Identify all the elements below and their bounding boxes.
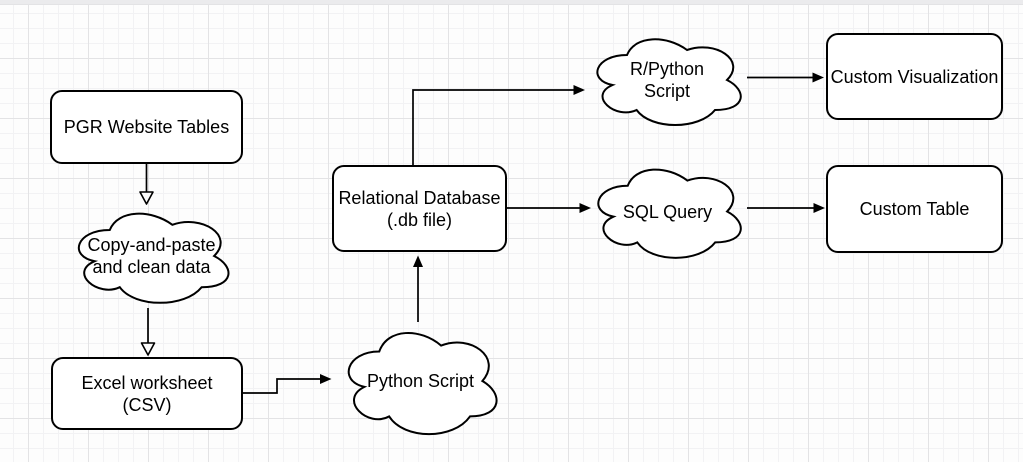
node-custom-visualization[interactable]: Custom Visualization	[826, 33, 1003, 120]
edge-relational-db-to-r-python[interactable]	[412, 85, 585, 165]
edge-pgr-to-copy-paste[interactable]	[139, 163, 154, 205]
edge-sql-query-to-custom-table[interactable]	[747, 203, 825, 213]
cloud-shape	[587, 30, 747, 130]
node-python-script[interactable]: Python Script	[338, 322, 503, 440]
node-label: Custom Table	[859, 199, 970, 219]
node-label: SQL Query	[622, 201, 713, 222]
edge-r-python-to-custom-visualization[interactable]	[747, 72, 824, 83]
node-pgr-website-tables[interactable]: PGR Website Tables	[50, 90, 243, 164]
node-label: R/Python Script	[629, 59, 705, 101]
edge-copy-paste-to-excel[interactable]	[140, 308, 156, 356]
cloud-shape	[68, 204, 235, 308]
node-sql-query[interactable]: SQL Query	[588, 160, 747, 263]
node-label: Copy-and-paste and clean data	[87, 235, 216, 277]
node-label: PGR Website Tables	[63, 117, 230, 137]
node-relational-database[interactable]: Relational Database (.db file)	[332, 165, 507, 252]
node-label: Relational Database (.db file)	[338, 187, 501, 230]
window-top-edge	[0, 0, 1023, 5]
node-r-python-script[interactable]: R/Python Script	[587, 30, 747, 130]
node-label: Custom Visualization	[830, 66, 999, 87]
node-custom-table[interactable]: Custom Table	[826, 165, 1003, 253]
node-excel-worksheet[interactable]: Excel worksheet (CSV)	[51, 357, 243, 430]
node-label: Excel worksheet (CSV)	[81, 372, 213, 415]
node-copy-and-paste[interactable]: Copy-and-paste and clean data	[68, 204, 235, 308]
cloud-shape	[338, 322, 503, 440]
edge-python-script-to-relational-db[interactable]	[413, 255, 423, 323]
cloud-shape	[588, 160, 747, 263]
node-label: Python Script	[366, 371, 475, 391]
edge-excel-to-python-script[interactable]	[243, 374, 332, 394]
edge-relational-db-to-sql-query[interactable]	[507, 203, 591, 213]
